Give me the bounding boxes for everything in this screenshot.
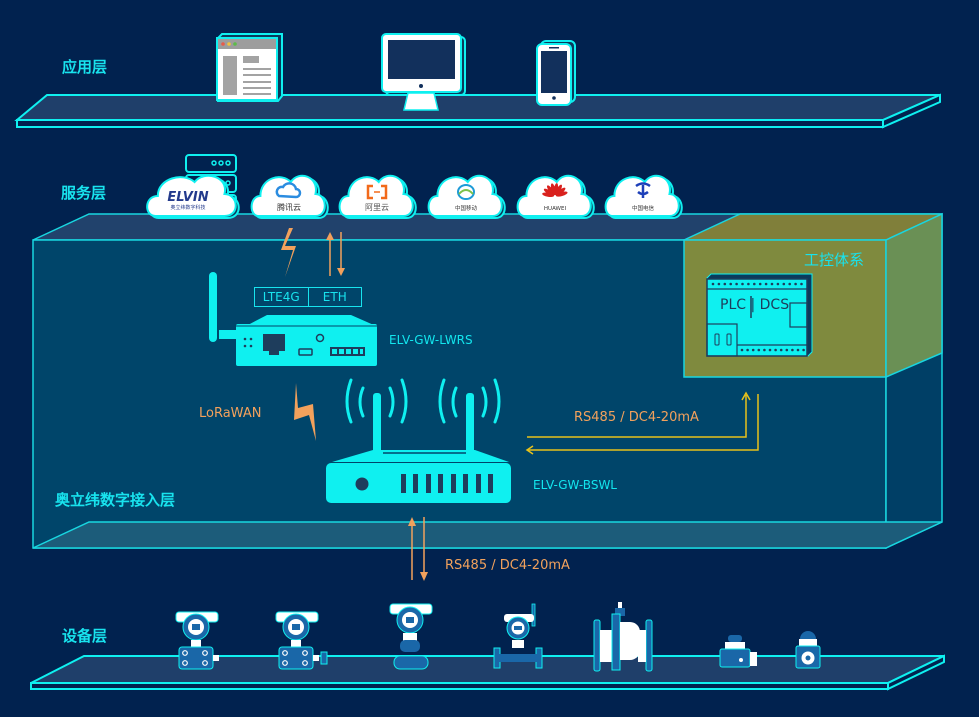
eth-bidirectional-arrow [326, 232, 345, 276]
plc-link-arrows [525, 391, 759, 455]
device-link-label: RS485 / DC4-20mA [445, 558, 570, 573]
plc-link-label: RS485 / DC4-20mA [574, 410, 699, 425]
desktop-monitor-icon [381, 33, 466, 111]
flow-meter-icon [493, 603, 543, 669]
cloud-huawei: HUAWEI [516, 174, 595, 219]
cloud-caption: 腾讯云 [277, 202, 301, 212]
cloud-caption: 阿里云 [365, 203, 389, 212]
brand-logo-icon [635, 182, 651, 198]
access-layer-label: 奥立纬数字接入层 [55, 491, 176, 509]
plc-device-icon [706, 273, 813, 357]
application-layer-label: 应用层 [62, 58, 108, 76]
cloud-caption: 中国移动 [455, 204, 478, 212]
brand-logo-icon [366, 184, 388, 200]
cloud-阿里云: 阿里云 [338, 174, 417, 219]
cloud-中国电信: 中国电信 [604, 174, 683, 219]
cloud-caption: HUAWEI [544, 206, 567, 212]
cloud-caption: 中国电信 [632, 204, 655, 212]
plc-dcs-label: PLC | DCS [720, 297, 790, 313]
brand-logo-icon [275, 182, 302, 199]
level-transmitter-icon [389, 603, 433, 670]
brand-logo-icon [457, 184, 475, 200]
pressure-transmitter-icon [175, 611, 219, 670]
sensor-icon [795, 631, 821, 669]
lwrs-gateway-icon [209, 272, 377, 366]
lte4g-interface-label: LTE4G [262, 290, 300, 304]
brand-logo-icon [542, 183, 568, 198]
electromagnetic-flowmeter-icon [593, 602, 653, 672]
application-platform [14, 93, 941, 129]
differential-pressure-transmitter-icon [275, 611, 328, 670]
service-layer-label: 服务层 [61, 184, 107, 202]
industrial-control-label: 工控体系 [804, 251, 865, 269]
bswl-model-label: ELV-GW-BSWL [533, 478, 617, 492]
lte-signal-icon [281, 228, 296, 277]
bswl-gateway-icon [326, 378, 511, 503]
cloud-腾讯云: 腾讯云 [250, 174, 329, 219]
lwrs-interface-box: LTE4G ETH [254, 287, 362, 307]
elvin-logo-text: ELVIN [167, 190, 208, 205]
web-browser-icon [216, 33, 283, 102]
device-platform [30, 654, 945, 691]
eth-interface-label: ETH [307, 288, 362, 306]
device-layer-label: 设备层 [62, 627, 108, 645]
lorawan-label: LoRaWAN [199, 406, 262, 421]
lwrs-model-label: ELV-GW-LWRS [389, 333, 473, 347]
device-bidirectional-arrow [408, 517, 428, 581]
cloud-中国移动: 中国移动 [427, 174, 506, 219]
lorawan-signal-icon [294, 383, 316, 441]
smartphone-icon [536, 40, 576, 106]
actuator-icon [719, 635, 757, 668]
elvin-caption: 奥立纬数字科技 [170, 204, 205, 211]
